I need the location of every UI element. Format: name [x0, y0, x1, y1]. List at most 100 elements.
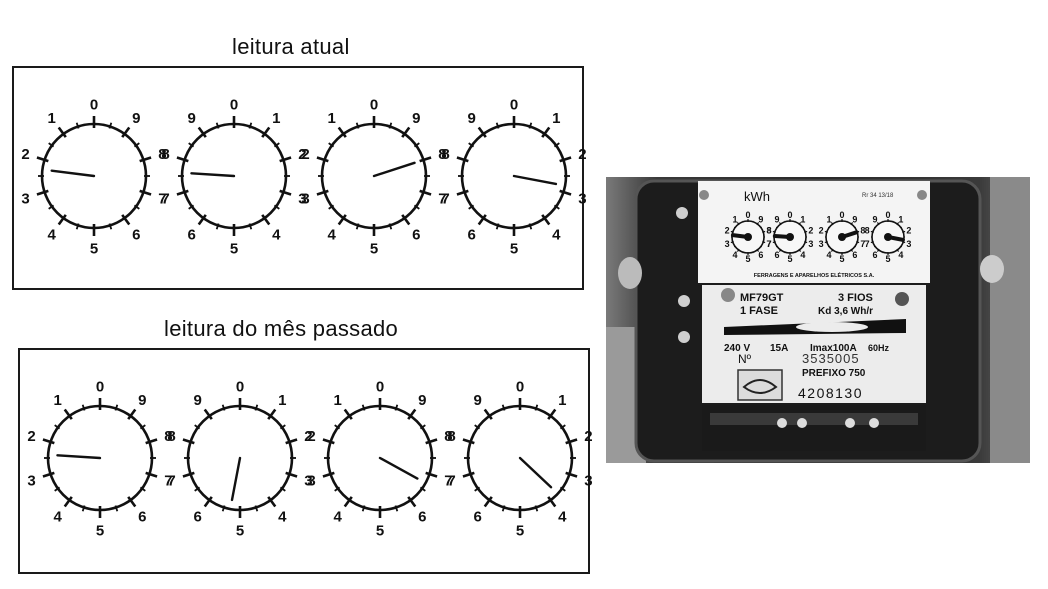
dial-minor-tick	[827, 226, 830, 229]
dial-tick	[477, 214, 487, 226]
dial-tick	[57, 126, 67, 138]
dial-digit-label: 6	[194, 509, 202, 526]
dial-minor-tick	[114, 505, 119, 512]
dial-tick	[756, 248, 760, 252]
dial-digit-label: 0	[745, 210, 750, 220]
dial-tick	[322, 471, 335, 478]
dial-digit-label: 0	[96, 378, 104, 395]
dial-pointer	[50, 169, 96, 178]
dial-minor-tick	[361, 505, 366, 512]
dial-digit-label: 2	[819, 225, 824, 235]
dial-minor-tick	[355, 223, 360, 230]
dial-minor-tick	[54, 424, 61, 430]
dial-digit-label: 9	[468, 110, 476, 127]
dial-digit-label: 0	[230, 96, 238, 113]
dial-tick	[870, 230, 874, 233]
dial-minor-tick	[133, 204, 140, 210]
dial-digit-label: 0	[90, 96, 98, 113]
dial-minor-tick	[54, 486, 61, 492]
dial-digit-label: 4	[898, 250, 903, 260]
dial-tick	[145, 471, 158, 478]
meter-phase: 1 FASE	[740, 305, 778, 317]
dial-digit-label: 0	[516, 378, 524, 395]
dial-pointer	[512, 174, 558, 186]
dial-minor-tick	[760, 226, 763, 229]
dial-digit-label: 1	[328, 110, 336, 127]
dial-digit-label: 2	[725, 225, 730, 235]
dial-digit-label: 2	[27, 428, 35, 445]
dial-tick	[145, 438, 158, 445]
dial-minor-tick	[413, 204, 420, 210]
dial-tick	[267, 496, 277, 508]
dial-digit-label: 1	[558, 392, 566, 409]
dial-minor-tick	[495, 223, 500, 230]
dial-minor-tick	[328, 204, 335, 210]
dial-digit-label: 4	[334, 509, 343, 526]
dial-digit-label: 3	[584, 473, 592, 490]
dial-digit-label: 7	[447, 473, 455, 490]
dial-hub	[884, 233, 892, 241]
dial-tick	[176, 189, 189, 196]
dial-tick	[316, 189, 329, 196]
dial-minor-tick	[559, 486, 566, 492]
dial-tick	[127, 496, 137, 508]
dial-digit-label: 5	[230, 240, 238, 257]
dial-digit-label: 6	[775, 250, 780, 260]
dial-minor-tick	[775, 226, 778, 229]
dial-tick	[139, 156, 152, 163]
dial-digit-label: 3	[304, 473, 312, 490]
dial-tick	[762, 241, 766, 244]
dial-minor-tick	[388, 122, 393, 129]
dial-minor-tick	[553, 204, 560, 210]
dial-tick	[778, 222, 782, 226]
dial-minor-tick	[108, 223, 113, 230]
dial-tick	[401, 214, 411, 226]
dial-minor-tick	[194, 486, 201, 492]
dial-digit-label: 2	[307, 428, 315, 445]
dial-digit-label: 1	[54, 392, 62, 409]
dial-tick	[896, 222, 900, 226]
dial-tick	[730, 241, 734, 244]
dial-tick	[772, 230, 776, 233]
dial-pointer	[190, 172, 236, 178]
dial-minor-tick	[248, 122, 253, 129]
dial-digit-label: 4	[558, 509, 567, 526]
dial-tick	[322, 438, 335, 445]
dial-digit-label: 3	[725, 239, 730, 249]
dial-tick	[425, 471, 438, 478]
dial-digit-label: 9	[474, 392, 482, 409]
meter-number: 3535005	[802, 351, 860, 366]
dial-tick	[850, 222, 854, 226]
dial-hub	[744, 233, 752, 241]
dial-pointer	[518, 456, 553, 489]
dial-tick	[824, 241, 828, 244]
dial-minor-tick	[188, 204, 195, 210]
dial-digit-label: 1	[552, 110, 560, 127]
dial-digit-label: 3	[578, 191, 586, 208]
dial-tick	[736, 222, 740, 226]
dial-tick	[462, 438, 475, 445]
dial-digit-label: 8	[158, 146, 166, 163]
dial-digit-label: 3	[21, 191, 29, 208]
dial-minor-tick	[139, 486, 146, 492]
dial-minor-tick	[48, 142, 55, 148]
dial-digit-label: 8	[441, 146, 449, 163]
dial-tick	[279, 156, 292, 163]
dial-minor-tick	[802, 245, 805, 248]
dial-minor-tick	[501, 505, 506, 512]
dial-digit-label: 4	[827, 250, 832, 260]
dial-tick	[407, 496, 417, 508]
dial-tick	[63, 408, 73, 420]
dial-minor-tick	[900, 245, 903, 248]
dial-digit-label: 2	[298, 146, 306, 163]
dial-minor-tick	[802, 226, 805, 229]
dial-minor-tick	[75, 223, 80, 230]
